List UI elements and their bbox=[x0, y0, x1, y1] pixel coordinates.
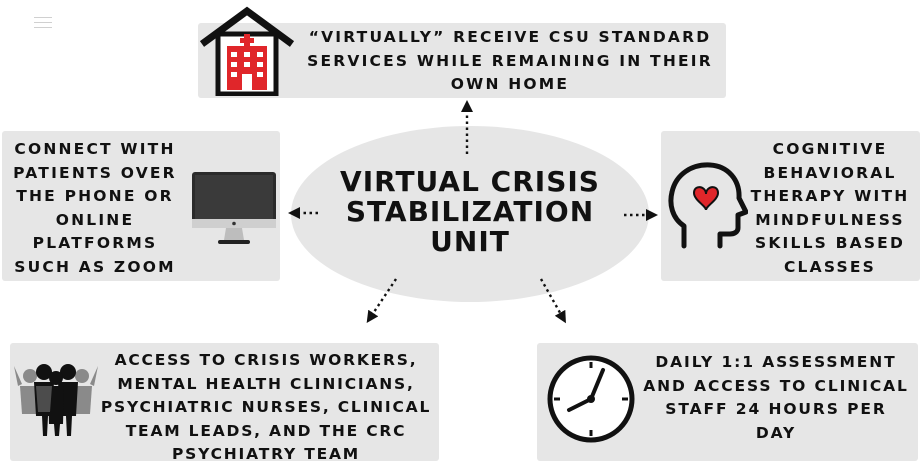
center-title-line-3: UNIT bbox=[430, 225, 510, 258]
left-line: PLATFORMS bbox=[32, 234, 158, 252]
left-line: PATIENTS OVER bbox=[13, 163, 177, 182]
bottom-left-line: PSYCHIATRY TEAM bbox=[172, 445, 360, 463]
bottom-right-line: DAILY 1:1 ASSESSMENT bbox=[655, 353, 897, 371]
center-ellipse bbox=[291, 126, 649, 302]
right-line: CLASSES bbox=[783, 257, 877, 276]
right-line: COGNITIVE bbox=[772, 140, 888, 158]
top-text: “VIRTUALLY” RECEIVE CSU STANDARD SERVICE… bbox=[296, 26, 724, 97]
clock-icon bbox=[547, 355, 635, 443]
bottom-left-text: ACCESS TO CRISIS WORKERS, MENTAL HEALTH … bbox=[94, 349, 438, 467]
center-title: VIRTUAL CRISIS STABILIZATION UNIT bbox=[291, 167, 649, 257]
bottom-right-line: STAFF 24 HOURS PER bbox=[665, 400, 887, 418]
arrow-down-left bbox=[366, 278, 397, 323]
left-line: SUCH AS ZOOM bbox=[14, 257, 176, 276]
team-people-icon bbox=[14, 364, 98, 436]
bottom-right-line: DAY bbox=[755, 423, 797, 442]
hospital-icon bbox=[199, 6, 295, 96]
top-line-2: SERVICES WHILE REMAINING IN THEIR bbox=[307, 51, 713, 70]
arrow-down-right bbox=[539, 278, 566, 324]
bottom-left-line: PSYCHIATRIC NURSES, CLINICAL bbox=[100, 398, 432, 416]
right-line: MINDFULNESS bbox=[755, 210, 905, 229]
right-line: SKILLS BASED bbox=[754, 234, 906, 252]
left-line: CONNECT WITH bbox=[14, 140, 176, 158]
bottom-left-line: TEAM LEADS, AND THE CRC bbox=[125, 421, 407, 440]
right-line: THERAPY WITH bbox=[750, 187, 910, 205]
right-text: COGNITIVE BEHAVIORAL THERAPY WITH MINDFU… bbox=[740, 138, 920, 279]
left-line: ONLINE bbox=[55, 210, 135, 229]
bottom-left-line: MENTAL HEALTH CLINICIANS, bbox=[117, 374, 415, 393]
computer-monitor-icon bbox=[192, 172, 276, 244]
bottom-right-line: AND ACCESS TO CLINICAL bbox=[643, 376, 909, 395]
bottom-right-text: DAILY 1:1 ASSESSMENT AND ACCESS TO CLINI… bbox=[634, 351, 918, 445]
top-line-1: “VIRTUALLY” RECEIVE CSU STANDARD bbox=[308, 28, 712, 46]
bottom-left-line: ACCESS TO CRISIS WORKERS, bbox=[114, 351, 418, 369]
top-line-3: OWN HOME bbox=[450, 75, 570, 93]
left-text: CONNECT WITH PATIENTS OVER THE PHONE OR … bbox=[6, 138, 184, 279]
left-line: THE PHONE OR bbox=[16, 187, 174, 205]
head-heart-icon bbox=[668, 162, 748, 249]
center-title-line-2: STABILIZATION bbox=[345, 195, 595, 228]
center-title-line-1: VIRTUAL CRISIS bbox=[340, 165, 600, 198]
menu-icon bbox=[34, 17, 52, 29]
right-line: BEHAVIORAL bbox=[763, 163, 897, 182]
